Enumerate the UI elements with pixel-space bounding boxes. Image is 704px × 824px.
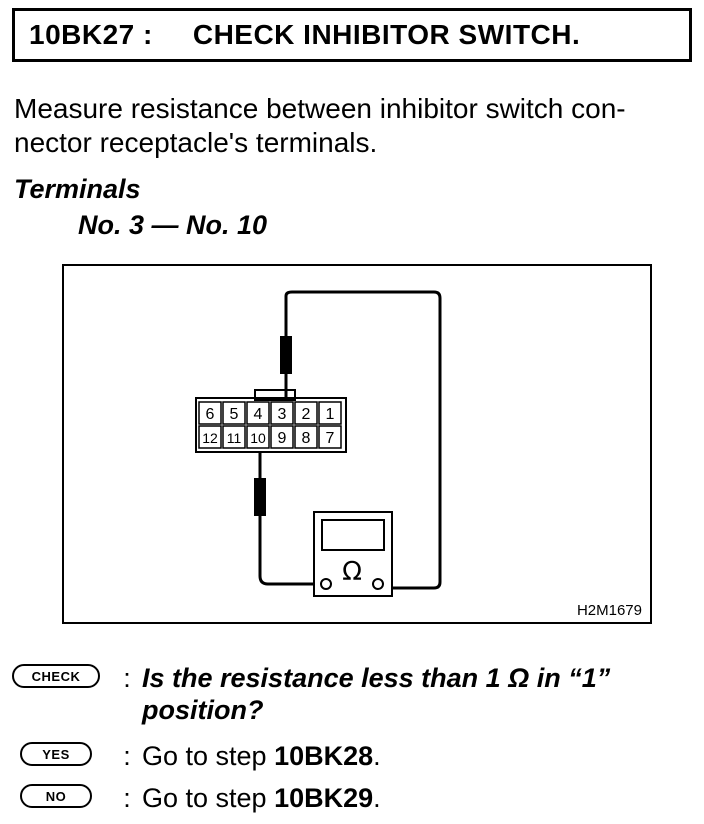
probe-lower — [254, 478, 266, 516]
instruction-line-1: Measure resistance between inhibitor swi… — [14, 93, 626, 124]
meter-ohm-symbol: Ω — [342, 557, 362, 587]
no-colon: : — [123, 783, 131, 813]
connector-pin-number: 10 — [250, 430, 266, 446]
connector-pin-cell — [198, 401, 222, 425]
instruction-text: Measure resistance between inhibitor swi… — [14, 92, 694, 160]
lead-wire-terminal-10 — [258, 452, 320, 586]
check-row: CHECK : Is the resistance less than 1 Ω … — [10, 662, 700, 726]
ohmmeter: Ω — [313, 511, 393, 597]
connector-pin-number: 3 — [278, 406, 287, 423]
no-badge: NO — [10, 782, 102, 810]
yes-colon: : — [123, 741, 131, 771]
probe-upper — [280, 336, 292, 374]
connector-pin-cell — [294, 401, 318, 425]
connector-pin-number: 11 — [227, 430, 242, 446]
connector-latch — [254, 389, 296, 401]
yes-suffix: . — [373, 741, 381, 771]
connector-pin-cell — [270, 425, 294, 449]
meter-terminal-left — [320, 578, 332, 590]
connector-pin-cell — [198, 425, 222, 449]
connector-pin-cell — [222, 401, 246, 425]
connector-pin-number: 5 — [230, 406, 239, 423]
meter-terminal-right — [372, 578, 384, 590]
check-colon: : — [123, 663, 131, 693]
yes-answer: Go to step 10BK28. — [142, 740, 700, 772]
no-answer: Go to step 10BK29. — [142, 782, 700, 814]
connector-pin-number: 12 — [202, 430, 218, 446]
connector-pin-cell — [270, 401, 294, 425]
figure-frame — [62, 264, 652, 624]
section-heading: CHECK INHIBITOR SWITCH. — [192, 19, 581, 50]
check-question-line-1: Is the resistance less than 1 Ω in “1” — [142, 663, 611, 693]
no-step-link[interactable]: 10BK29 — [274, 783, 374, 813]
no-suffix: . — [373, 783, 381, 813]
yes-prefix: Go to step — [142, 741, 275, 771]
connector-pin-number: 2 — [302, 406, 311, 423]
section-title: 10BK27 : CHECK INHIBITOR SWITCH. — [12, 8, 692, 62]
connector-pin-number: 8 — [302, 430, 311, 447]
yes-step-link[interactable]: 10BK28 — [274, 741, 374, 771]
no-badge-label: NO — [20, 784, 92, 808]
connector-pin-number: 7 — [326, 430, 335, 447]
connector-pin-cell — [246, 425, 270, 449]
no-prefix: Go to step — [142, 783, 275, 813]
check-badge: CHECK — [10, 662, 102, 690]
section-code: 10BK27 : — [29, 19, 153, 50]
connector-housing — [195, 397, 347, 453]
connector-pin-cell — [318, 425, 342, 449]
terminals-value: No. 3 — No. 10 — [78, 210, 268, 240]
check-question-line-2: position? — [142, 695, 264, 725]
connector-pin-cell — [318, 401, 342, 425]
instruction-line-2: nector receptacle's terminals. — [14, 127, 378, 158]
meter-display — [321, 519, 385, 551]
lead-wire-terminal-3 — [284, 290, 442, 590]
yes-row: YES : Go to step 10BK28. — [10, 740, 700, 772]
check-question: Is the resistance less than 1 Ω in “1” p… — [142, 662, 700, 726]
no-row: NO : Go to step 10BK29. — [10, 782, 700, 814]
connector-pin-cell — [246, 401, 270, 425]
connector-pin-number: 1 — [326, 406, 335, 423]
check-badge-label: CHECK — [12, 664, 100, 688]
yes-badge-label: YES — [20, 742, 92, 766]
connector-pin-cell — [294, 425, 318, 449]
yes-badge: YES — [10, 740, 102, 768]
figure-id: H2M1679 — [577, 602, 642, 619]
terminals-heading: Terminals — [14, 174, 141, 204]
connector-pin-cell — [222, 425, 246, 449]
connector-pin-number: 4 — [254, 406, 263, 423]
connector-pin-number: 6 — [206, 406, 215, 423]
connector-pin-number: 9 — [278, 430, 287, 447]
